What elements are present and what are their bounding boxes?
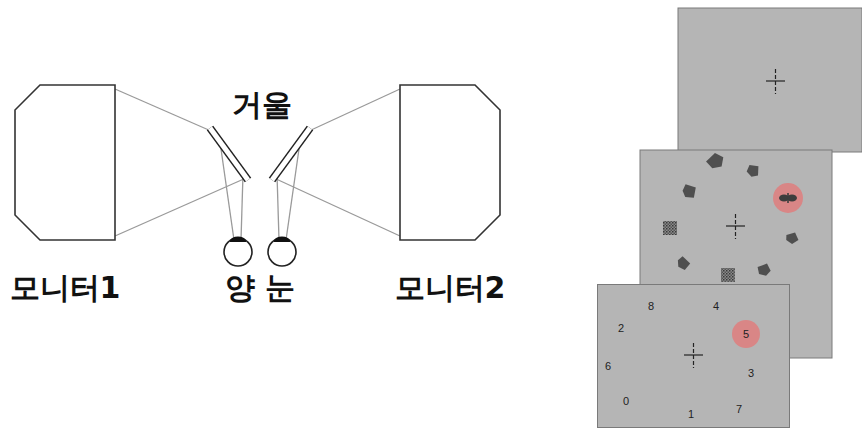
ray	[274, 178, 400, 236]
screen-panel: 5 8 4 2 6 3 0 1 7	[597, 284, 790, 428]
eye	[268, 238, 296, 266]
monitor-outline	[400, 85, 500, 240]
pupil	[275, 238, 289, 241]
eyes-label: 양 눈	[225, 270, 295, 306]
stimulus	[679, 181, 699, 201]
monitor-outline	[15, 85, 115, 240]
mirror-face	[210, 128, 248, 180]
stimulus	[757, 263, 772, 277]
cross-line	[693, 343, 694, 368]
stimulus	[785, 232, 799, 245]
stimulus-number: 7	[736, 403, 742, 416]
stimulus	[746, 164, 761, 179]
noise-patch	[721, 268, 735, 282]
target-circle: 5	[732, 320, 760, 348]
stimulus	[705, 150, 727, 171]
stimulus-number: 0	[623, 395, 629, 408]
mirror	[210, 128, 248, 180]
fixation-cross	[735, 214, 736, 239]
ray	[241, 174, 243, 240]
pupil	[231, 238, 245, 241]
fixation-cross	[775, 69, 776, 94]
eye	[224, 238, 252, 266]
monitor-label: 모니터2	[395, 270, 506, 306]
stimuli	[663, 150, 799, 282]
screen-fixation	[678, 8, 862, 152]
mirror	[272, 128, 310, 180]
ray	[115, 89, 211, 131]
monitor-shape: 모니터2	[400, 85, 500, 240]
target-highlight	[773, 183, 803, 213]
stimulus-number: 4	[713, 300, 719, 313]
stimulus	[675, 255, 692, 272]
moth-stimulus	[779, 193, 797, 203]
noise-patch	[663, 221, 677, 235]
monitor-shape: 모니터1	[15, 85, 115, 240]
mirror-label: 거울	[232, 87, 292, 123]
ray	[309, 89, 400, 131]
stimulus-number: 3	[748, 367, 754, 380]
monitor-body	[15, 85, 115, 240]
stimulus-number: 1	[688, 408, 694, 421]
stimulus-number: 5	[743, 328, 749, 341]
monitor-body	[400, 85, 500, 240]
eyes	[224, 238, 296, 266]
mirror-face	[272, 128, 310, 180]
body	[787, 193, 789, 203]
mirrors	[210, 128, 310, 180]
stimulus-number: 2	[618, 322, 624, 335]
stimulus-number: 6	[605, 360, 611, 373]
screen	[678, 8, 862, 152]
monitor-label: 모니터1	[10, 270, 121, 306]
ray	[277, 174, 279, 240]
stimulus-number: 8	[648, 300, 654, 313]
